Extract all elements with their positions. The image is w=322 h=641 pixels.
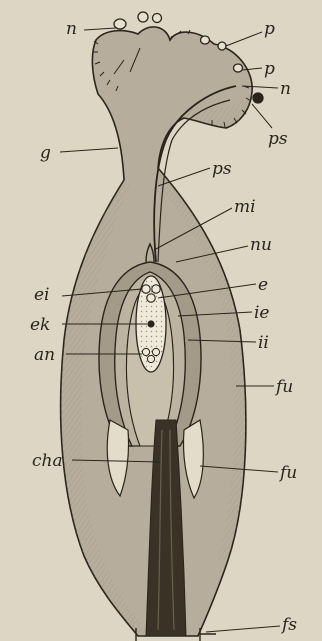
- synergid: [152, 285, 160, 293]
- label-fs: fs: [280, 615, 297, 635]
- egg-apparatus-cell: [147, 294, 155, 302]
- label-p-mid: p: [264, 59, 275, 79]
- pollen-grain: [201, 36, 210, 44]
- label-nu: nu: [250, 235, 272, 255]
- pollen-grain-dark: [253, 93, 263, 103]
- pollen-grain: [114, 19, 126, 29]
- antipodal-cell: [142, 348, 149, 355]
- label-e: e: [258, 275, 268, 295]
- label-fu-lower: fu: [278, 463, 297, 483]
- leader-p-top: [226, 32, 262, 46]
- pollen-grain: [234, 64, 243, 72]
- label-cha: cha: [32, 451, 63, 471]
- label-ei: ei: [34, 285, 50, 305]
- label-ps-mid: ps: [212, 159, 232, 179]
- label-ps-right: ps: [268, 129, 288, 149]
- antipodal-cell: [152, 348, 159, 355]
- pollen-grain: [218, 42, 226, 50]
- label-mi: mi: [234, 197, 256, 217]
- label-g: g: [40, 143, 51, 163]
- label-fu-upper: fu: [274, 377, 293, 397]
- leader-ps-right: [252, 104, 272, 128]
- leader-n-top: [84, 28, 116, 30]
- label-an: an: [34, 345, 55, 365]
- antipodal-cell: [147, 355, 154, 362]
- label-n-right: n: [280, 79, 291, 99]
- embryo-sac-nucleus: [147, 320, 154, 327]
- pollen-grain: [153, 14, 162, 23]
- label-p-top: p: [264, 19, 275, 39]
- pollen-grain: [138, 12, 148, 22]
- leader-fs: [206, 626, 280, 632]
- egg-cell: [142, 285, 150, 293]
- label-ii: ii: [258, 333, 269, 353]
- label-ie: ie: [254, 303, 270, 323]
- leader-g: [60, 148, 118, 152]
- label-ek: ek: [30, 315, 50, 335]
- label-n-top: n: [66, 19, 77, 39]
